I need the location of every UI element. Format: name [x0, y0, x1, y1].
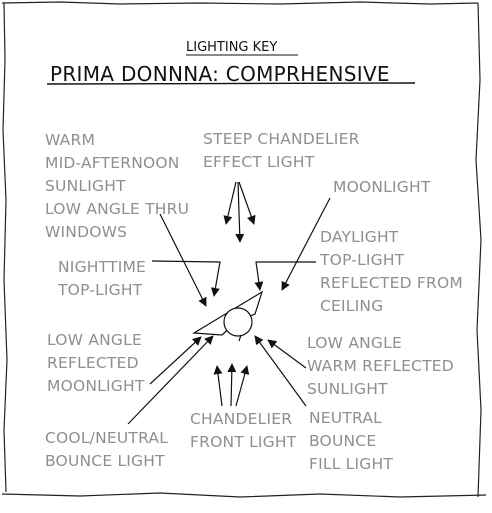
label-reflected-moonlight: LOW ANGLE REFLECTED MOONLIGHT: [47, 329, 145, 398]
arrow-nighttime-toplight: [151, 260, 221, 297]
label-warm-reflected-sunlight: LOW ANGLE WARM REFLECTED SUNLIGHT: [307, 332, 454, 401]
label-chandelier-effect: STEEP CHANDELIER EFFECT LIGHT: [203, 128, 360, 174]
arrow-reflected-moonlight: [149, 336, 202, 385]
label-line: FILL LIGHT: [309, 455, 394, 473]
arrow-chandelier-effect-1: [223, 181, 237, 225]
arrow-chandelier-front-1: [213, 365, 223, 407]
label-line: NEUTRAL: [309, 409, 382, 427]
label-line: MID-AFTERNOON: [45, 154, 180, 172]
label-neutral-bounce: NEUTRAL BOUNCE FILL LIGHT: [309, 407, 393, 476]
label-line: TOP-LIGHT: [58, 281, 143, 299]
performer-nose: [238, 334, 242, 342]
title-underline: [46, 82, 416, 85]
label-warm-sunlight: WARM MID-AFTERNOON SUNLIGHT LOW ANGLE THRU W…: [45, 129, 189, 244]
page-border-top: [1, 1, 479, 5]
label-line: MOONLIGHT: [47, 377, 145, 395]
label-line: LOW ANGLE THRU: [45, 200, 190, 218]
arrow-neutral-bounce: [254, 335, 307, 407]
diagram-title: PRIMA DONNNA: COMPRHENSIVE: [50, 62, 390, 86]
arrow-chandelier-effect-3: [238, 181, 256, 225]
label-line: WINDOWS: [45, 223, 128, 241]
arrow-daylight-toplight: [254, 261, 316, 291]
label-line: SUNLIGHT: [45, 177, 126, 195]
label-line: CEILING: [320, 297, 384, 315]
label-line: REFLECTED: [47, 354, 139, 372]
label-line: REFLECTED FROM: [320, 274, 463, 292]
label-line: DAYLIGHT: [320, 228, 399, 246]
performer-head: [223, 307, 253, 337]
label-line: COOL/NEUTRAL: [45, 429, 169, 447]
label-line: MOONLIGHT: [333, 178, 431, 196]
label-chandelier-front: CHANDELIER FRONT LIGHT: [190, 408, 296, 454]
label-line: WARM: [45, 131, 96, 149]
arrow-moonlight: [281, 197, 331, 291]
label-line: LOW ANGLE: [307, 334, 402, 352]
arrow-chandelier-front-2: [227, 363, 237, 407]
label-daylight-toplight: DAYLIGHT TOP-LIGHT REFLECTED FROM CEILING: [320, 226, 463, 318]
label-line: FRONT LIGHT: [190, 433, 297, 451]
label-line: EFFECT LIGHT: [203, 153, 315, 171]
arrow-warm-sunlight: [159, 213, 207, 307]
label-moonlight: MOONLIGHT: [333, 176, 431, 199]
label-line: SUNLIGHT: [307, 380, 388, 398]
label-line: CHANDELIER: [190, 410, 293, 428]
page-border-left: [2, 2, 8, 493]
arrow-chandelier-front-3: [235, 365, 250, 407]
page-border-bottom: [1, 492, 487, 498]
label-nighttime-toplight: NIGHTTIME TOP-LIGHT: [58, 256, 146, 302]
label-line: NIGHTTIME: [58, 258, 147, 276]
label-cool-bounce: COOL/NEUTRAL BOUNCE LIGHT: [45, 427, 168, 473]
label-line: WARM REFLECTED: [307, 357, 454, 375]
page-border-right: [475, 2, 482, 498]
lighting-key-label: LIGHTING KEY: [186, 40, 278, 55]
label-line: BOUNCE LIGHT: [45, 452, 165, 470]
label-line: LOW ANGLE: [47, 331, 142, 349]
label-line: TOP-LIGHT: [320, 251, 405, 269]
arrow-cool-bounce: [127, 335, 214, 425]
arrow-chandelier-effect-2: [235, 181, 245, 243]
label-line: STEEP CHANDELIER: [203, 130, 360, 148]
label-line: BOUNCE: [309, 432, 377, 450]
arrow-warm-reflected-sunlight: [267, 339, 307, 369]
